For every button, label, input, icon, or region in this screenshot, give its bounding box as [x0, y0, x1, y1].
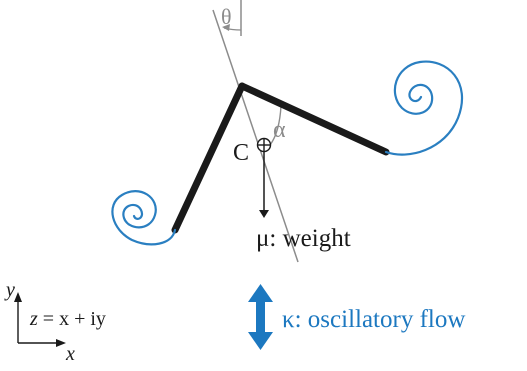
equation-rest: = x + iy [38, 308, 106, 330]
theta-arrowhead [222, 24, 230, 31]
body-axis-line [212, 9, 299, 263]
left-arm [171, 82, 246, 234]
right-arm [238, 82, 390, 156]
alpha-label: α [273, 117, 286, 143]
theta-label: θ [221, 4, 232, 29]
left-spiral-filament [111, 190, 177, 246]
equation-z: z [29, 308, 38, 330]
centroid-icon [256, 137, 272, 153]
flow-label: κ: oscillatory flow [282, 306, 465, 333]
coordinate-axes [14, 292, 66, 347]
centroid-label: C [233, 140, 249, 166]
weight-label: μ: weight [256, 225, 351, 252]
double-arrow-icon [248, 284, 273, 350]
right-spiral-filament [384, 60, 464, 156]
x-axis-label: x [65, 343, 75, 365]
y-axis-label: y [4, 279, 15, 301]
complex-plane-equation: z = x + iy [29, 308, 106, 330]
